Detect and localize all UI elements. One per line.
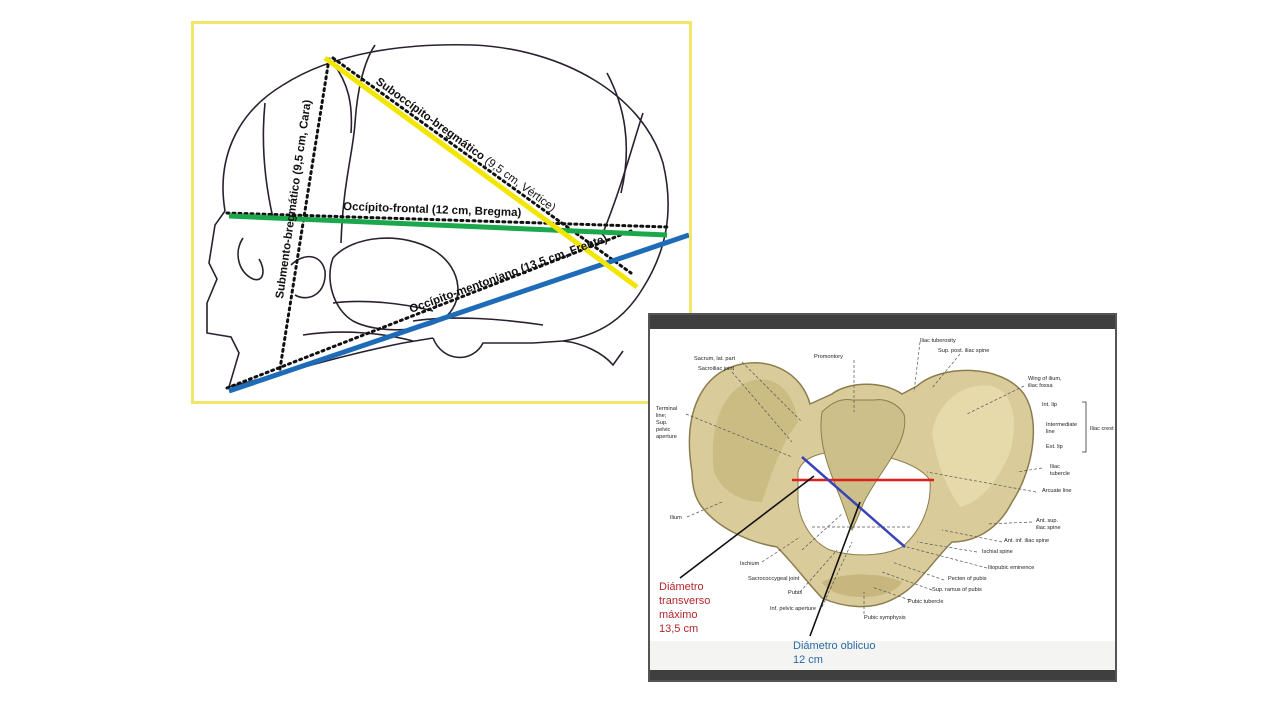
- label-ischial-spine: Ischial spine: [982, 549, 1013, 555]
- label-arcuate: Arcuate line: [1042, 488, 1072, 494]
- label-sup-post-iliac: Sup. post. iliac spine: [938, 348, 989, 354]
- label-int-lip: Int. lip: [1042, 402, 1057, 408]
- iliac-crest-bracket: [1082, 401, 1087, 453]
- oblicuo-pointer: [809, 501, 861, 637]
- label-wing: Wing of ilium,: [1028, 376, 1062, 382]
- label-ant-inf: Ant. inf. iliac spine: [1004, 538, 1049, 544]
- label-sacroiliac: Sacroiliac joint: [698, 366, 735, 372]
- dotted-occipito-frontal-line: [225, 211, 669, 229]
- label-pubic-tubercle: Pubic tubercle: [908, 599, 943, 605]
- label-sacrum: Sacrum, lat. part: [694, 356, 735, 362]
- label-intermediate: Intermediate: [1046, 422, 1077, 428]
- dotted-suboccipito-line: [331, 56, 633, 275]
- pelvis-labels: Sacrum, lat. part Sacroiliac joint Promo…: [656, 338, 1114, 621]
- dotted-diameters: [225, 56, 669, 390]
- leader-lines: [685, 341, 1043, 614]
- yellow-suboccipito-line: [323, 55, 639, 290]
- label-iliac-crest: Iliac crest: [1090, 426, 1114, 432]
- label-ilium: Ilium: [670, 515, 682, 521]
- label-ant-sup2: iliac spine: [1036, 525, 1061, 531]
- blue-oblicuo-line: [801, 456, 906, 548]
- pelvis-top-bar: [650, 315, 1115, 329]
- label-sacrococcygeal: Sacrococcygeal joint: [748, 576, 800, 582]
- label-iliac-tubercle: Iliac: [1050, 464, 1060, 470]
- green-occipito-frontal-line: [228, 213, 668, 238]
- label-pubis: Pubis: [788, 590, 802, 596]
- label-iliac-tuberosity: Iliac tuberosity: [920, 338, 956, 344]
- pelvis-diagram-panel: Sacrum, lat. part Sacroiliac joint Promo…: [648, 313, 1117, 682]
- label-terminal5: aperture: [656, 434, 677, 440]
- label-intermediate2: line: [1046, 429, 1055, 435]
- label-pecten: Pecten of pubis: [948, 576, 987, 582]
- label-terminal4: pelvic: [656, 427, 671, 433]
- label-iliac-tubercle2: tubercle: [1050, 471, 1070, 477]
- transverso-pointer: [679, 475, 815, 579]
- label-ischium: Ischium: [740, 561, 760, 567]
- label-inf-aperture: Inf. pelvic aperture: [770, 606, 816, 612]
- dotted-submento-line: [277, 57, 331, 377]
- label-wing2: iliac fossa: [1028, 383, 1053, 389]
- label-ant-sup: Ant. sup.: [1036, 518, 1059, 524]
- suboccipito-label: Suboccípito-bregmático (9,5 cm, Vértice): [373, 76, 558, 215]
- oblicuo-caption: Diámetro oblicuo 12 cm: [793, 640, 876, 666]
- label-terminal2: line;: [656, 413, 667, 419]
- skull-diagram-panel: Suboccípito-bregmático (9,5 cm, Vértice)…: [191, 21, 692, 404]
- transverso-caption: Diámetro transverso máximo 13,5 cm: [659, 581, 711, 635]
- occipito-frontal-label: Occípito-frontal (12 cm, Bregma): [343, 201, 522, 219]
- label-promontory: Promontory: [814, 354, 843, 360]
- pelvis-bottom-bar: [650, 670, 1115, 680]
- skull-diagram: Suboccípito-bregmático (9,5 cm, Vértice)…: [206, 43, 689, 394]
- submento-label: Submento-bregmático (9,5 cm, Cara): [274, 99, 314, 300]
- label-ext-lip: Ext. lip: [1046, 444, 1063, 450]
- pelvis-bone: [688, 362, 1035, 608]
- pelvis-diagram: Sacrum, lat. part Sacroiliac joint Promo…: [656, 338, 1114, 637]
- label-terminal3: Sup.: [656, 420, 668, 426]
- label-terminal: Terminal: [656, 406, 677, 412]
- dotted-occipito-mentoniano-line: [225, 229, 633, 390]
- label-iliopubic: Iliopubic eminence: [988, 565, 1034, 571]
- blue-occipito-mentoniano-line: [228, 232, 689, 394]
- label-pubic-symphysis: Pubic symphysis: [864, 615, 906, 621]
- label-sup-ramus: Sup. ramus of pubis: [932, 587, 982, 593]
